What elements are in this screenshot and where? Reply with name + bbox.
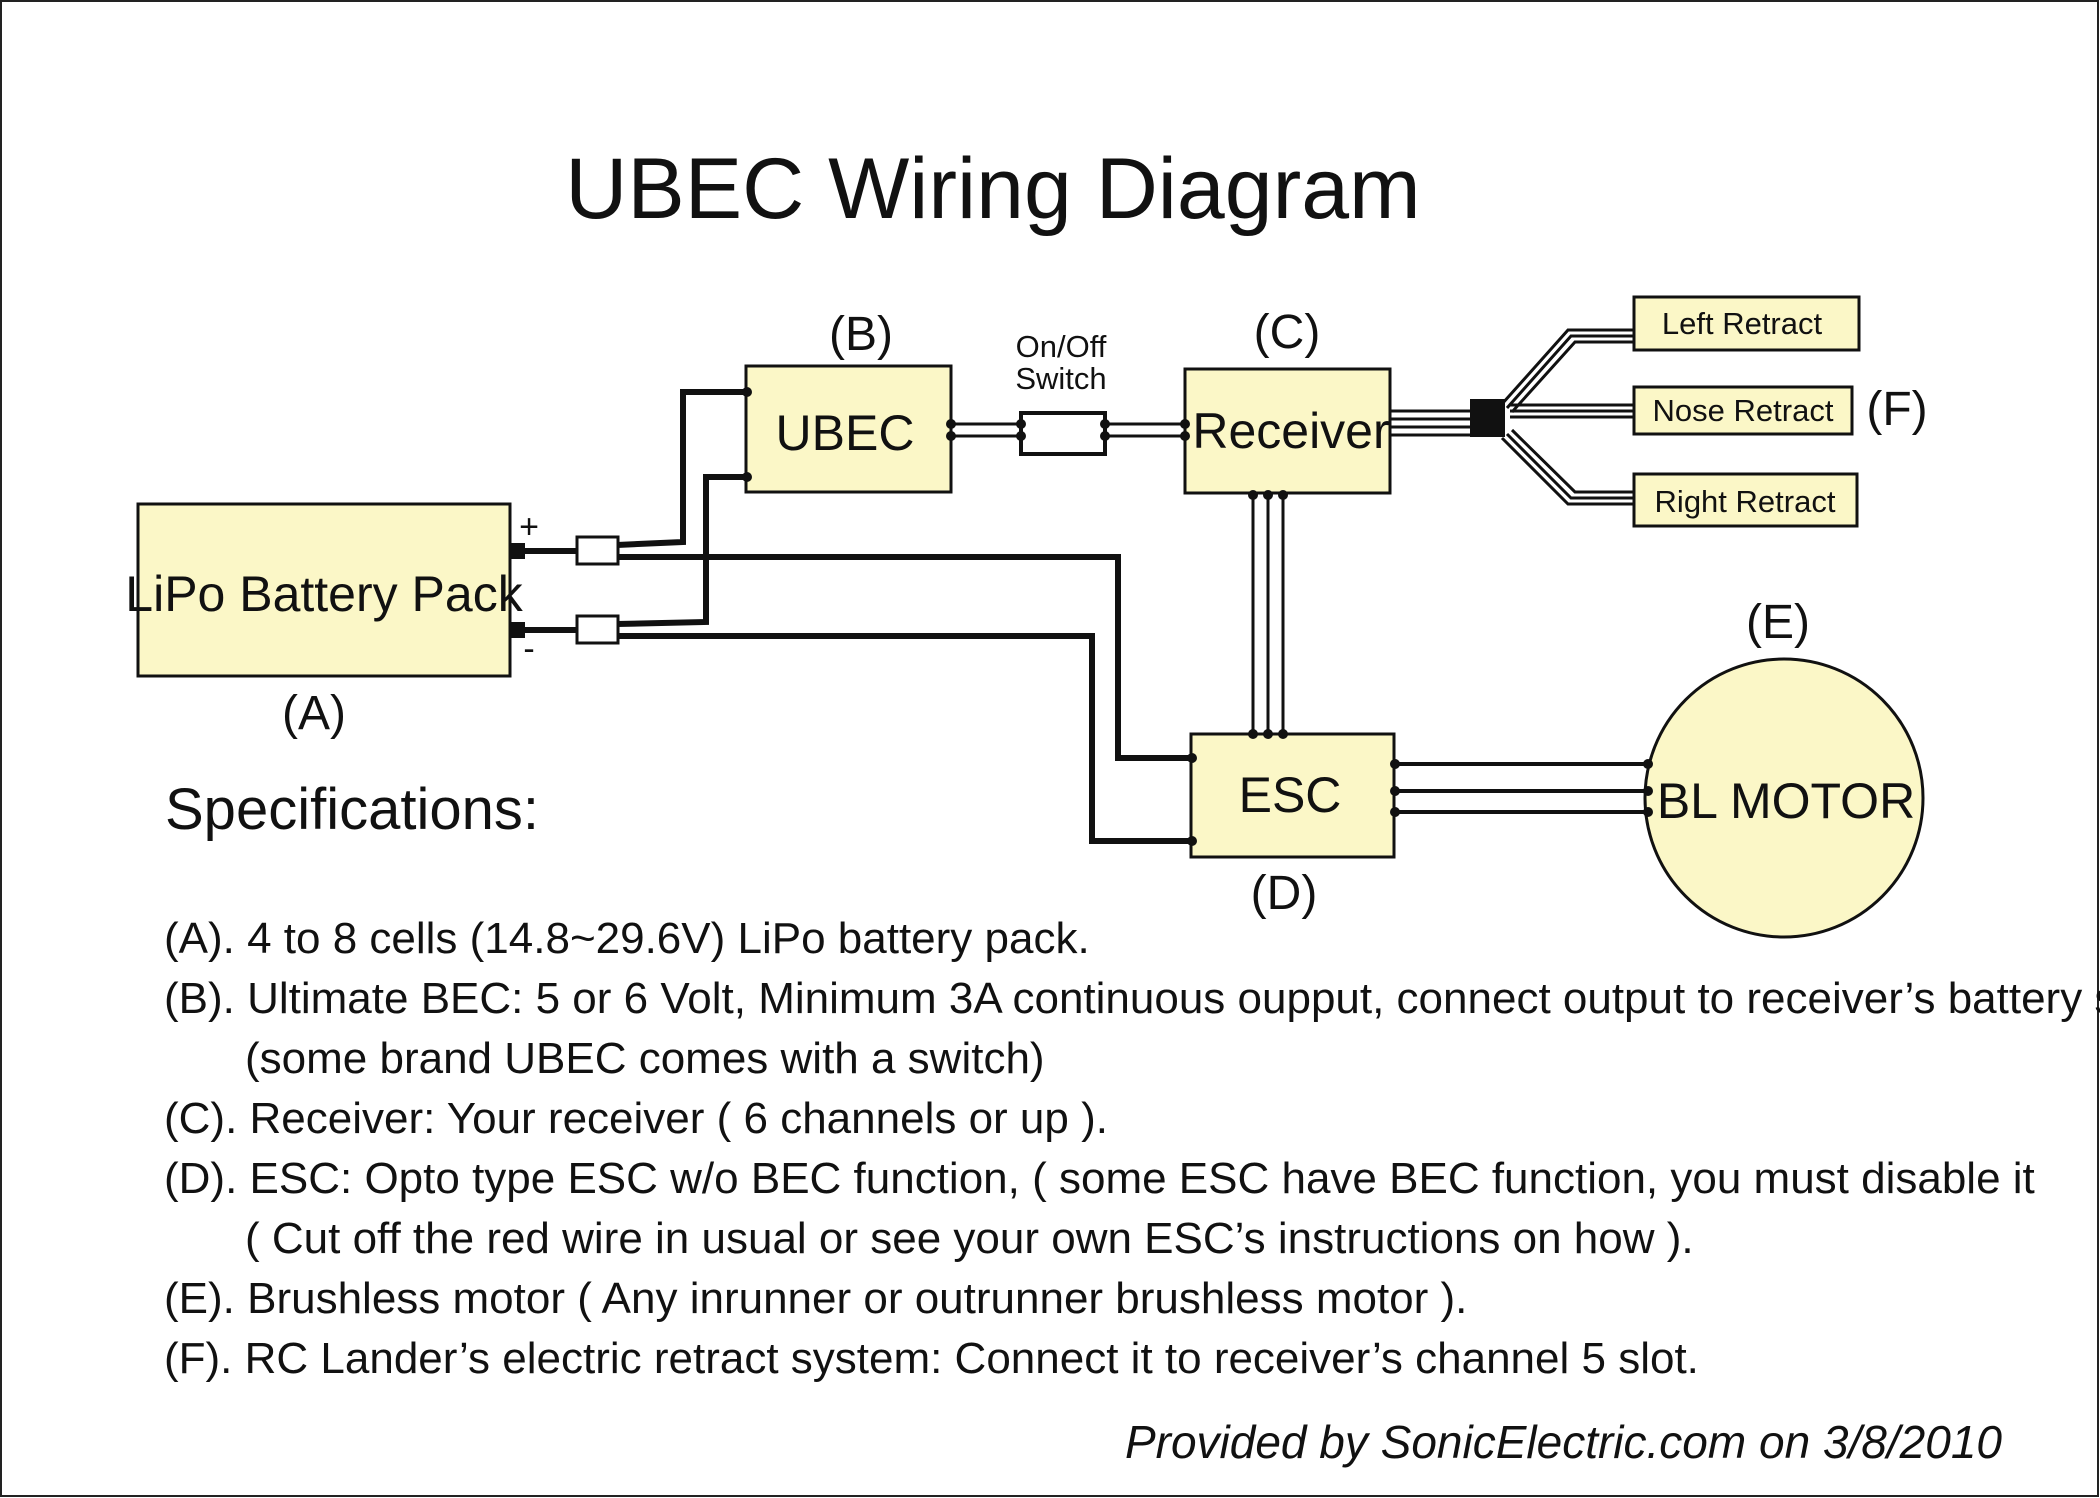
- ubec-minus-wire: [616, 474, 746, 627]
- battery-label: LiPo Battery Pack: [125, 566, 523, 622]
- motor-label: BL MOTOR: [1657, 773, 1915, 829]
- ubec-module: UBEC (B): [744, 308, 953, 494]
- esc: ESC (D): [1189, 732, 1396, 920]
- right-retract: Right Retract: [1632, 472, 1859, 528]
- switch-label-line2: Switch: [1015, 361, 1106, 396]
- battery-plus-terminal: [510, 543, 525, 559]
- battery-pack: LiPo Battery Pack (A) + -: [125, 502, 539, 740]
- left-retract-label: Left Retract: [1662, 306, 1823, 341]
- on-off-switch: On/Off Switch: [1015, 329, 1107, 456]
- signal-wiring: [950, 328, 1648, 814]
- ubec-tag: (B): [829, 308, 893, 361]
- minus-connector: [575, 614, 620, 645]
- esc-tag: (D): [1251, 867, 1318, 920]
- esc-minus-wire: [617, 633, 1192, 844]
- power-wiring: [510, 389, 1192, 844]
- battery-minus-sign: -: [523, 630, 534, 668]
- receiver: Receiver (C): [1183, 306, 1392, 495]
- specifications-heading: Specifications:: [165, 777, 539, 842]
- retract-splitter: [1470, 399, 1505, 437]
- credit-line: Provided by SonicElectric.com on 3/8/201…: [1125, 1416, 2002, 1468]
- nose-retract-label: Nose Retract: [1653, 393, 1834, 428]
- receiver-label: Receiver: [1192, 403, 1389, 459]
- spec-line-d: (D). ESC: Opto type ESC w/o BEC function…: [164, 1154, 2035, 1203]
- junction-dots: [742, 387, 1653, 846]
- spec-line-b-note: (some brand UBEC comes with a switch): [245, 1034, 1045, 1083]
- esc-plus-wire: [617, 554, 1192, 761]
- esc-label: ESC: [1239, 767, 1342, 823]
- nose-retract: Nose Retract: [1632, 385, 1854, 436]
- spec-line-a: (A). 4 to 8 cells (14.8~29.6V) LiPo batt…: [164, 914, 1090, 963]
- diagram-title: UBEC Wiring Diagram: [565, 141, 1420, 237]
- ubec-plus-wire: [616, 389, 746, 548]
- right-retract-label: Right Retract: [1655, 484, 1836, 519]
- specifications: Specifications: (A). 4 to 8 cells (14.8~…: [164, 777, 2100, 1383]
- spec-line-d-note: ( Cut off the red wire in usual or see y…: [245, 1214, 1694, 1263]
- retracts-tag: (F): [1866, 383, 1927, 436]
- spec-line-e: (E). Brushless motor ( Any inrunner or o…: [164, 1274, 1467, 1323]
- spec-line-b: (B). Ultimate BEC: 5 or 6 Volt, Minimum …: [164, 974, 2100, 1023]
- battery-plus-sign: +: [519, 508, 539, 546]
- plus-connector: [575, 535, 620, 566]
- bl-motor: BL MOTOR (E): [1643, 596, 1925, 939]
- ubec-label: UBEC: [776, 405, 915, 461]
- battery-tag: (A): [282, 687, 346, 740]
- motor-tag: (E): [1746, 596, 1810, 649]
- spec-line-c: (C). Receiver: Your receiver ( 6 channel…: [164, 1094, 1108, 1143]
- left-retract: Left Retract: [1632, 295, 1861, 352]
- battery-minus-terminal: [510, 622, 525, 638]
- receiver-tag: (C): [1254, 306, 1321, 359]
- switch-label-line1: On/Off: [1016, 329, 1107, 364]
- spec-line-f: (F). RC Lander’s electric retract system…: [164, 1334, 1699, 1383]
